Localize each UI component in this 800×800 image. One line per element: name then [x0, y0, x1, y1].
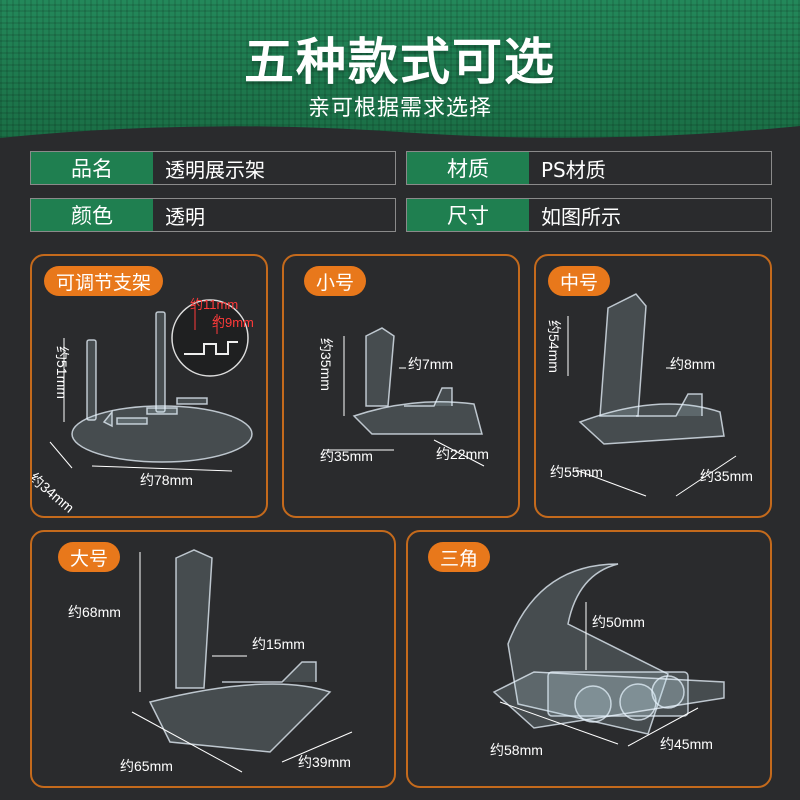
dim-depth: 约35mm	[700, 468, 753, 484]
card-tag: 中号	[548, 266, 611, 296]
spec-label: 颜色	[31, 199, 153, 231]
dim-width: 约78mm	[140, 472, 193, 488]
dim-depth: 约45mm	[660, 736, 713, 752]
page-subtitle: 亲可根据需求选择	[307, 96, 492, 121]
card-tag: 可调节支架	[44, 266, 164, 296]
spec-value: 透明	[165, 204, 205, 229]
header-banner	[0, 0, 800, 138]
product-card-medium[interactable]: 中号 约54mm 约8mm 约55mm 约35mm	[534, 254, 772, 518]
dim-height: 约54mm	[546, 320, 562, 373]
spec-label: 尺寸	[407, 199, 529, 231]
product-card-adjustable[interactable]: 可调节支架 约51mm 约78mm 约34mm 约11mm 约9mm	[30, 254, 268, 518]
dim-height: 约68mm	[68, 604, 121, 620]
header-wave-divider	[0, 126, 800, 148]
triangle-stand-illustration	[492, 563, 725, 747]
dim-lip: 约8mm	[670, 356, 716, 372]
dim-lip: 约15mm	[252, 636, 305, 652]
card-tag: 小号	[304, 266, 367, 296]
spec-row-size: 尺寸 如图所示	[406, 198, 772, 232]
spec-label: 材质	[407, 152, 529, 184]
spec-value: 透明展示架	[165, 157, 265, 182]
card-tag: 三角	[428, 542, 491, 572]
dim-width: 约58mm	[490, 742, 543, 758]
spec-row-color: 颜色 透明	[30, 198, 396, 232]
dim-height: 约35mm	[318, 338, 334, 391]
spec-value: 如图所示	[541, 204, 621, 229]
dim-lip: 约7mm	[408, 356, 454, 372]
card-tag: 大号	[58, 542, 121, 572]
medium-stand-illustration	[567, 293, 737, 497]
dim-width: 约65mm	[120, 758, 173, 774]
dim-height: 约51mm	[54, 346, 70, 399]
dim-height: 约50mm	[592, 614, 645, 630]
spec-row-name: 品名 透明展示架	[30, 151, 396, 185]
small-stand-illustration	[324, 327, 485, 467]
dim-depth: 约22mm	[436, 446, 489, 462]
spec-label: 品名	[31, 152, 153, 184]
dim-slot-b: 约9mm	[212, 315, 254, 330]
dim-width: 约55mm	[550, 464, 603, 480]
product-card-small[interactable]: 小号 约35mm 约7mm 约35mm 约22mm	[282, 254, 520, 518]
spec-value: PS材质	[541, 157, 606, 182]
spec-row-material: 材质 PS材质	[406, 151, 772, 185]
dim-width: 约35mm	[320, 448, 373, 464]
product-card-triangle[interactable]: 三角 约50mm 约58mm 约45mm	[406, 530, 772, 788]
adjustable-stand-illustration	[49, 299, 253, 472]
large-stand-illustration	[131, 549, 353, 773]
dim-depth: 约39mm	[298, 754, 351, 770]
product-card-large[interactable]: 大号 约68mm 约15mm 约65mm 约39mm	[30, 530, 396, 788]
page-title: 五种款式可选	[244, 33, 556, 91]
dim-slot-a: 约11mm	[190, 297, 239, 312]
